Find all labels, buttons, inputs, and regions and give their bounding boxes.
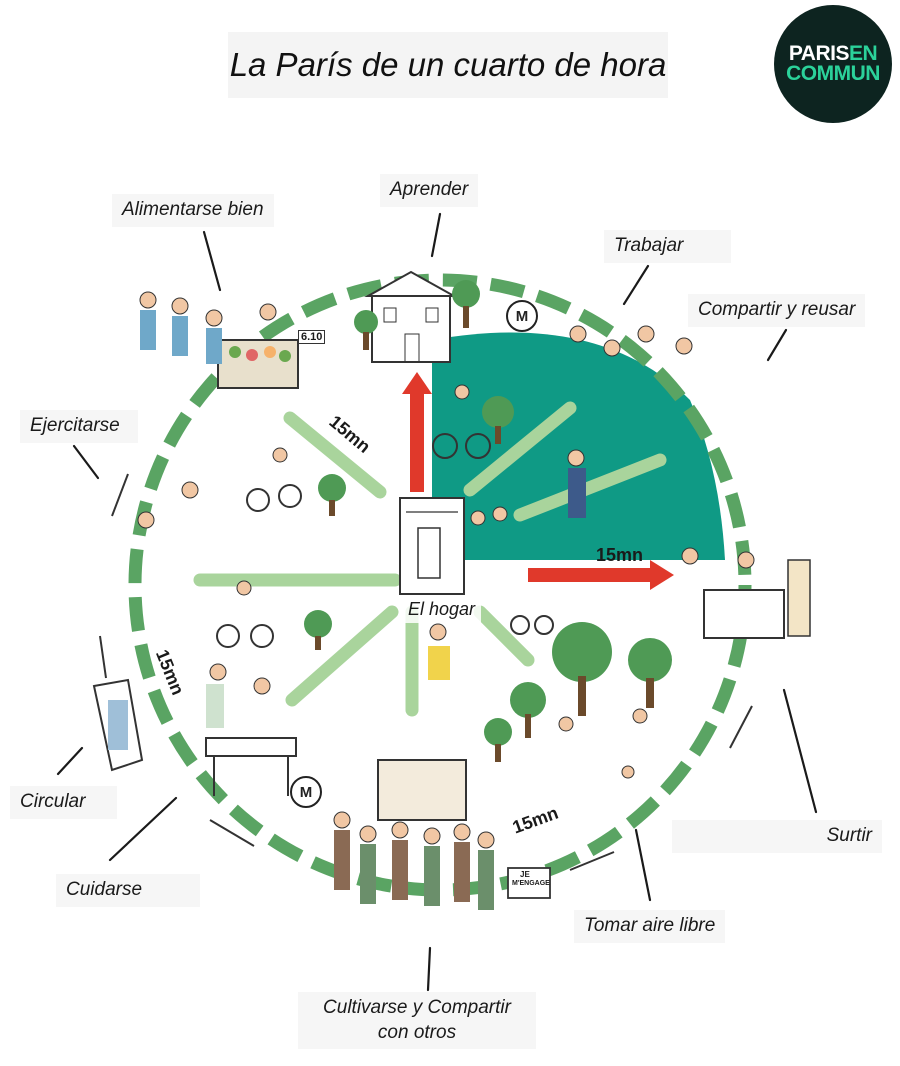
label-surtir: Surtir	[672, 820, 882, 853]
label-ejercitarse: Ejercitarse	[20, 410, 138, 443]
clinic-desk	[205, 737, 297, 796]
label-cultivarse-line-1: Cultivarse y Compartir	[323, 997, 511, 1018]
market-stall	[217, 339, 299, 389]
page-title: La París de un cuarto de hora	[228, 32, 668, 98]
metro-icon: M	[290, 776, 322, 808]
school-building	[364, 270, 458, 363]
red-arrow-right	[528, 560, 674, 590]
logo-text-paris: PARIS	[788, 42, 850, 66]
label-trabajar: Trabajar	[604, 230, 732, 263]
paris-en-commun-logo: PARISEN COMMUN	[774, 5, 892, 123]
shop-stall	[703, 559, 811, 639]
label-aprender: Aprender	[380, 174, 479, 207]
leader-lines	[56, 212, 818, 992]
label-tomar-aire-libre: Tomar aire libre	[574, 910, 726, 943]
label-cultivarse-line-2: con otros	[377, 1021, 457, 1043]
label-cultivarse-y-compartir: Cultivarse y Compartir con otros	[298, 992, 536, 1050]
bike-rack	[92, 678, 144, 772]
engagement-booth	[507, 867, 551, 899]
label-alimentarse-bien: Alimentarse bien	[112, 194, 274, 227]
dashed-perimeter-ring	[128, 273, 752, 897]
teal-quarter-sector	[432, 332, 725, 560]
radial-roads	[193, 401, 667, 717]
label-compartir-y-reusar: Compartir y reusar	[688, 294, 866, 327]
metro-icon: M	[506, 300, 538, 332]
bicycles	[216, 433, 554, 648]
distance-mark-right: 15mn	[596, 545, 644, 565]
center-label-home: El hogar	[402, 596, 482, 624]
label-circular: Circular	[10, 786, 118, 819]
logo-text-en: EN	[848, 42, 878, 66]
people-figures	[137, 291, 755, 910]
theater-stage	[377, 759, 467, 821]
booth-sign-line-2: M'ENGAGE	[512, 880, 550, 887]
booth-sign-line-1: JE	[520, 870, 530, 879]
perimeter-double-arrows	[99, 473, 753, 871]
label-cuidarse: Cuidarse	[56, 874, 201, 907]
home-building	[399, 497, 465, 595]
trees	[304, 280, 672, 762]
market-sign: 6.10	[298, 330, 326, 344]
red-arrow-up	[402, 372, 432, 492]
logo-text-commun: COMMUN	[786, 62, 880, 85]
